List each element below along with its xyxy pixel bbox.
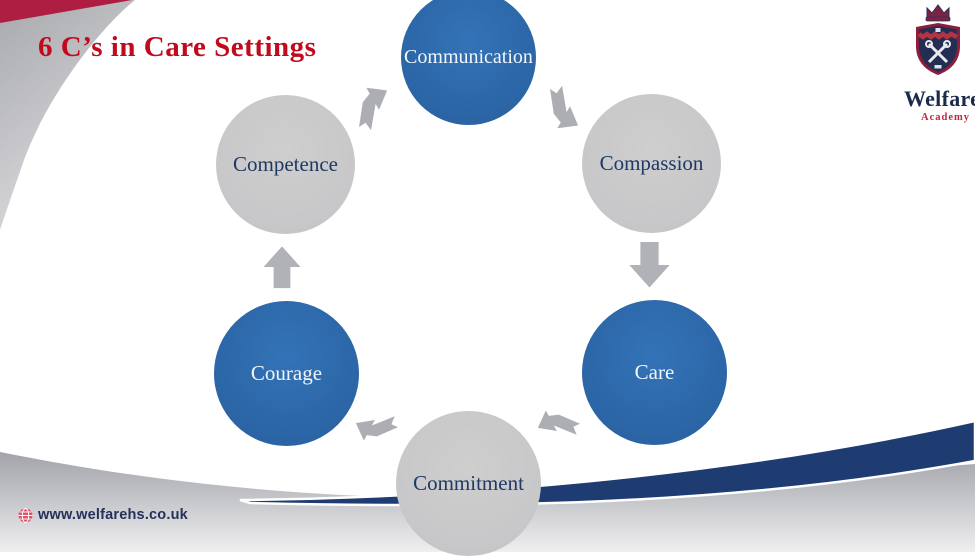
footer: www.welfarehs.co.uk [18,507,188,523]
globe-icon [18,507,33,523]
node-commitment: Commitment [396,411,541,556]
node-care: Care [582,300,727,445]
node-compassion-label: Compassion [599,151,704,175]
welfare-academy-crest-icon [916,4,960,75]
logo-name: Welfare [904,86,975,111]
node-care-label: Care [634,360,675,384]
node-communication: Communication [401,0,536,125]
arrow-compassion-to-care-icon [622,241,677,289]
node-competence: Competence [216,95,355,234]
arrow-courage-to-competence-icon [256,245,308,289]
arrow-commitment-to-courage-icon [347,396,408,457]
footer-url-link[interactable]: www.welfarehs.co.uk [38,507,188,523]
node-commitment-label: Commitment [413,471,524,495]
logo-subtitle: Academy [921,112,970,123]
node-competence-label: Competence [233,152,338,176]
corner-ribbon-decoration [0,0,135,230]
node-compassion: Compassion [582,94,721,233]
node-courage-label: Courage [250,361,323,385]
slide-title: 6 C’s in Care Settings [38,31,317,63]
arrow-communication-to-compassion-icon [529,74,596,141]
arrow-competence-to-communication-icon [338,75,405,142]
node-communication-label: Communication [404,46,533,68]
arrow-care-to-commitment-icon [529,394,590,455]
node-courage: Courage [214,301,359,446]
welfare-academy-logo: Welfare Academy [900,4,975,123]
